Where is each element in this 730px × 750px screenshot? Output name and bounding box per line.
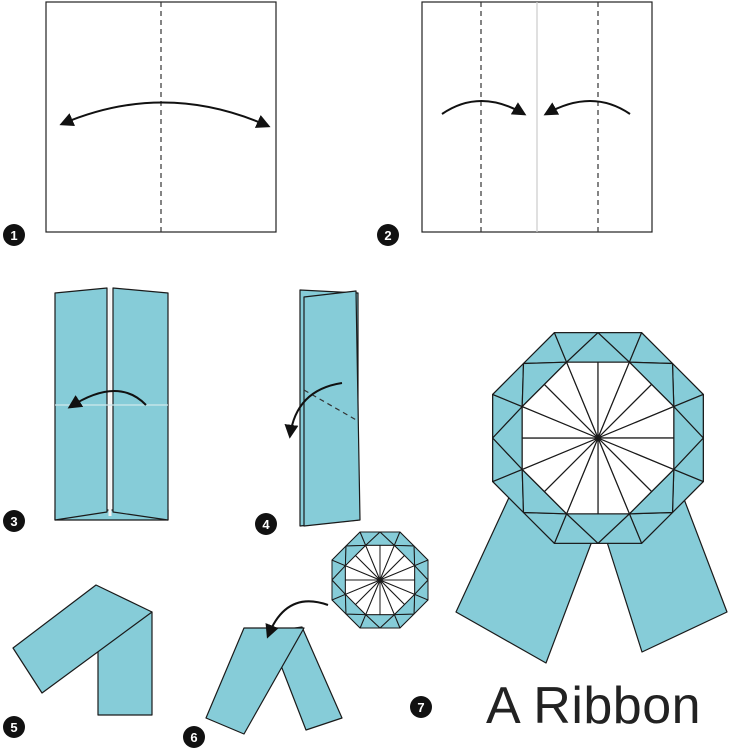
step-number: 2 xyxy=(384,228,391,243)
fold-line-diagonal xyxy=(303,389,359,422)
left-leg xyxy=(205,627,305,735)
step-5-diagram xyxy=(12,584,153,716)
step-4-badge: 4 xyxy=(255,513,277,535)
step-number: 1 xyxy=(10,228,17,243)
step-2-diagram xyxy=(421,1,653,233)
step-number: 3 xyxy=(10,514,17,529)
fold-arrow xyxy=(284,382,343,439)
step-number: 4 xyxy=(262,517,270,532)
large-rosette xyxy=(492,332,704,544)
rosette-white-wedge xyxy=(379,579,416,595)
rosette-white-wedge xyxy=(597,437,675,470)
fold-arrow xyxy=(67,390,147,409)
step-4-diagram xyxy=(284,289,361,527)
fold-arrow-double xyxy=(59,101,271,128)
step-6-diagram xyxy=(205,600,343,735)
step-5-badge: 5 xyxy=(3,716,25,738)
fold-arrow xyxy=(265,600,329,639)
fold-arrow-right xyxy=(543,100,631,116)
right-flap xyxy=(112,287,169,521)
small-rosette xyxy=(331,531,429,629)
step-6-badge: 6 xyxy=(183,726,205,748)
step-number: 7 xyxy=(417,700,424,715)
left-flap xyxy=(54,287,108,521)
folded-diagonal-strip xyxy=(12,584,153,694)
step-1-diagram xyxy=(45,1,277,233)
step-7-badge: 7 xyxy=(410,696,432,718)
step-3-diagram xyxy=(54,287,169,521)
front-strip xyxy=(303,290,361,527)
step-3-badge: 3 xyxy=(3,510,25,532)
diagram-title: A Ribbon xyxy=(486,677,702,735)
fold-arrow-left xyxy=(441,100,527,116)
step-number: 6 xyxy=(190,730,197,745)
step-2-badge: 2 xyxy=(377,224,399,246)
step-1-badge: 1 xyxy=(3,224,25,246)
step-number: 5 xyxy=(10,720,17,735)
